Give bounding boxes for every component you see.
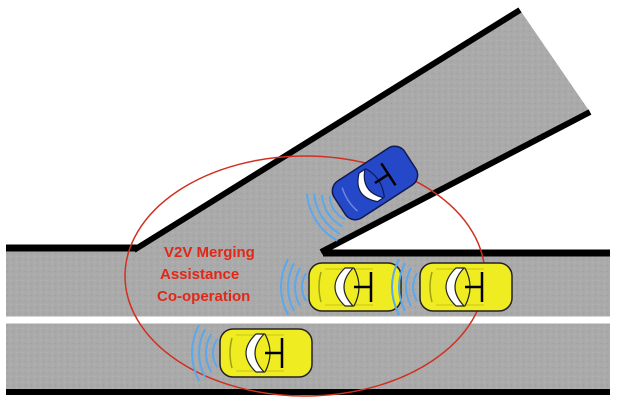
on-ramp (132, 7, 592, 255)
ramp-right-edge (319, 109, 592, 255)
label-line-1: V2V Merging (164, 244, 255, 261)
label-line-3: Co-operation (157, 288, 250, 305)
merging-label: V2V Merging Assistance Co-operation (157, 244, 255, 305)
ramp-left-edge (132, 7, 522, 253)
label-line-2: Assistance (160, 266, 239, 283)
